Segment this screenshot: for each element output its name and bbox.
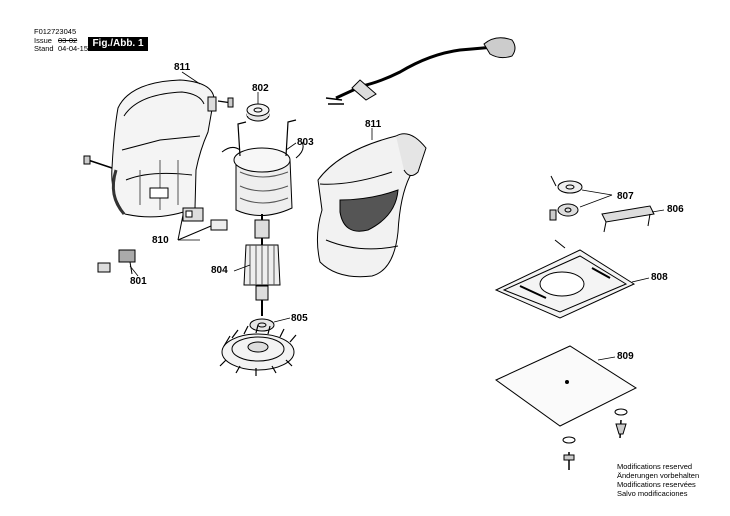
part-number-804: 804	[211, 265, 228, 276]
part-number-810: 810	[152, 235, 169, 246]
issue-value: 03-02	[58, 36, 78, 45]
bearing-802-part	[246, 103, 270, 122]
armature-804-part	[243, 214, 281, 316]
part-number-801: 801	[130, 276, 147, 287]
stator-803-part	[221, 119, 304, 216]
power-cord-part	[325, 37, 516, 105]
stand-label: Stand	[34, 44, 54, 53]
modifications-note: Modifications reserved Änderungen vorbeh…	[617, 462, 699, 498]
part-number-809: 809	[617, 351, 634, 362]
switch-801-part	[97, 249, 136, 275]
part-number-805: 805	[291, 313, 308, 324]
housing-screw	[83, 155, 113, 169]
base-plate-808-part	[494, 239, 636, 319]
part-number-807: 807	[617, 191, 634, 202]
modifications-line-es: Salvo modificaciones	[617, 489, 688, 498]
modifications-line-de: Änderungen vorbehalten	[617, 471, 700, 480]
stand-value: 04-04-15	[58, 44, 89, 53]
housing-half-part	[111, 79, 217, 218]
part-number-802: 802	[252, 83, 269, 94]
housing-811-part	[316, 133, 427, 278]
document-number: F012723045	[34, 27, 77, 36]
part-number-808: 808	[651, 272, 668, 283]
housing-screw-top	[217, 97, 234, 108]
modifications-line-fr: Modifications reservées	[617, 480, 696, 489]
figure-label: Fig./Abb. 1	[88, 37, 148, 51]
sanding-pad-809-part	[495, 345, 638, 427]
part-number-803: 803	[297, 137, 314, 148]
pad-screw	[562, 408, 628, 470]
fan-805-part	[219, 318, 297, 376]
clamp-807-part	[549, 175, 583, 221]
part-number-811-right: 811	[365, 119, 382, 130]
paper-clamp-806-part	[601, 205, 655, 233]
leader-lines	[129, 71, 665, 361]
part-number-811-left: 811	[174, 62, 191, 73]
issue-label: Issue	[34, 36, 52, 45]
modifications-line-en: Modifications reserved	[617, 462, 693, 471]
brush-holder-810-part	[177, 207, 228, 241]
part-number-806: 806	[667, 204, 684, 215]
